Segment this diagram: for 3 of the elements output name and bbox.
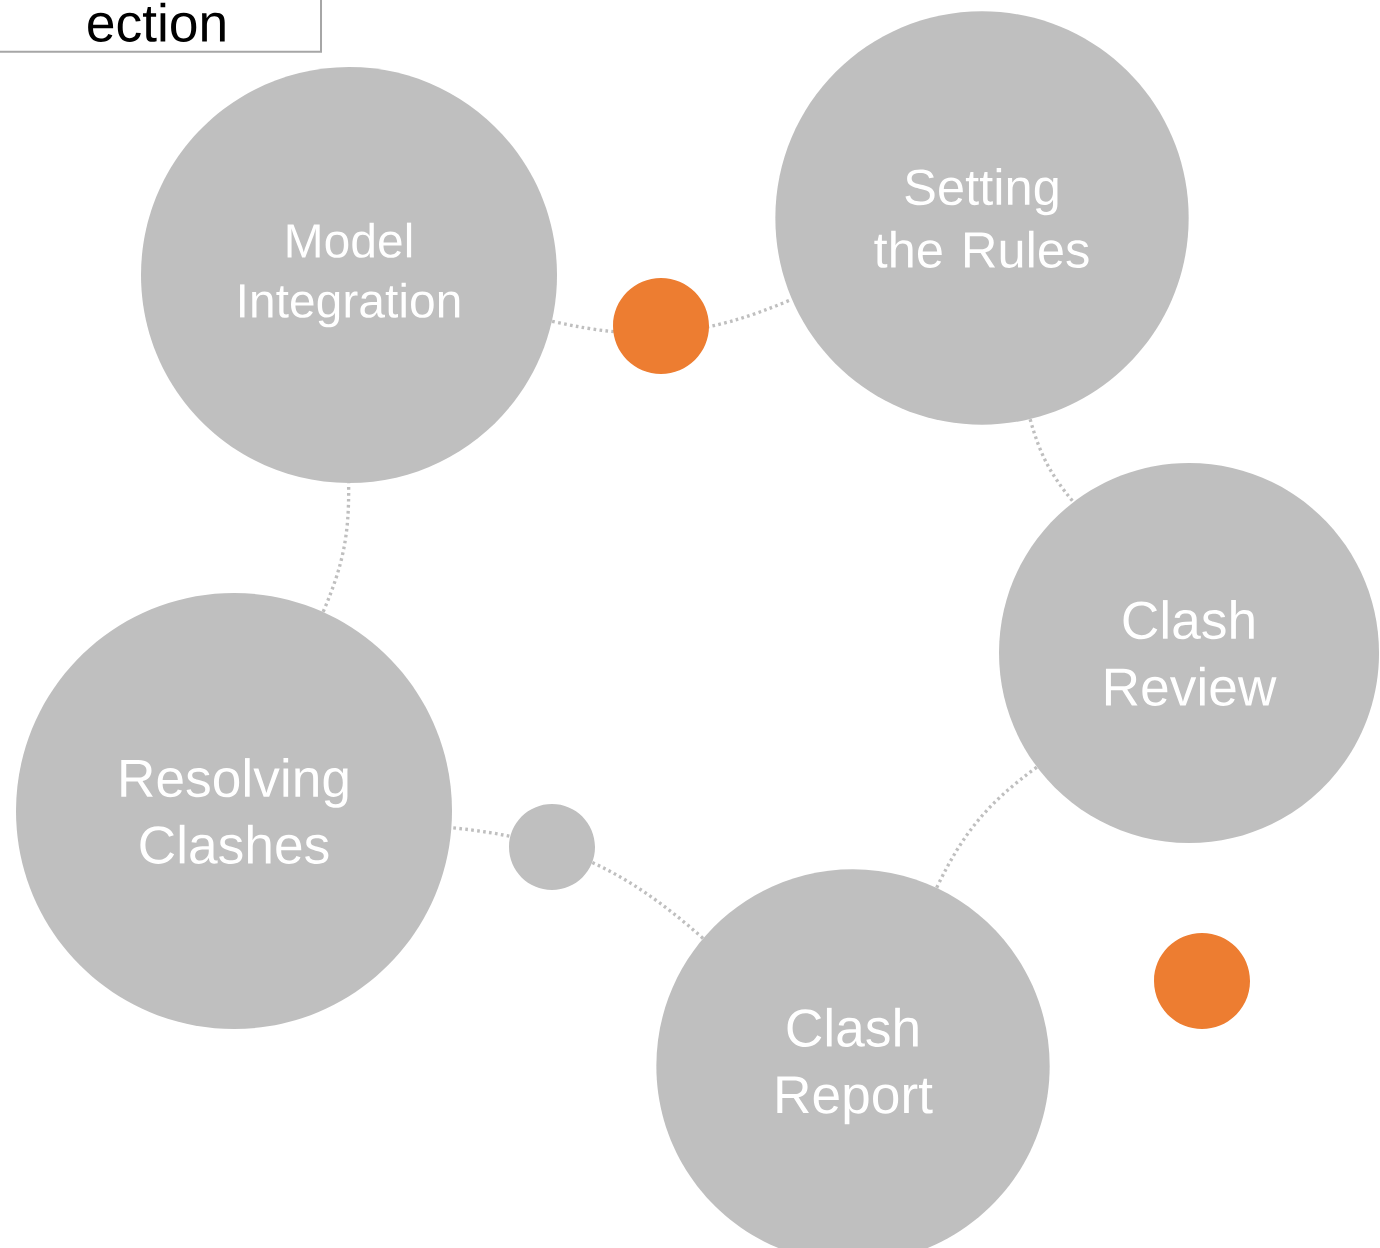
title-box: ection xyxy=(0,0,322,53)
dotted-connector xyxy=(935,765,1038,889)
dotted-connector xyxy=(1028,418,1075,503)
